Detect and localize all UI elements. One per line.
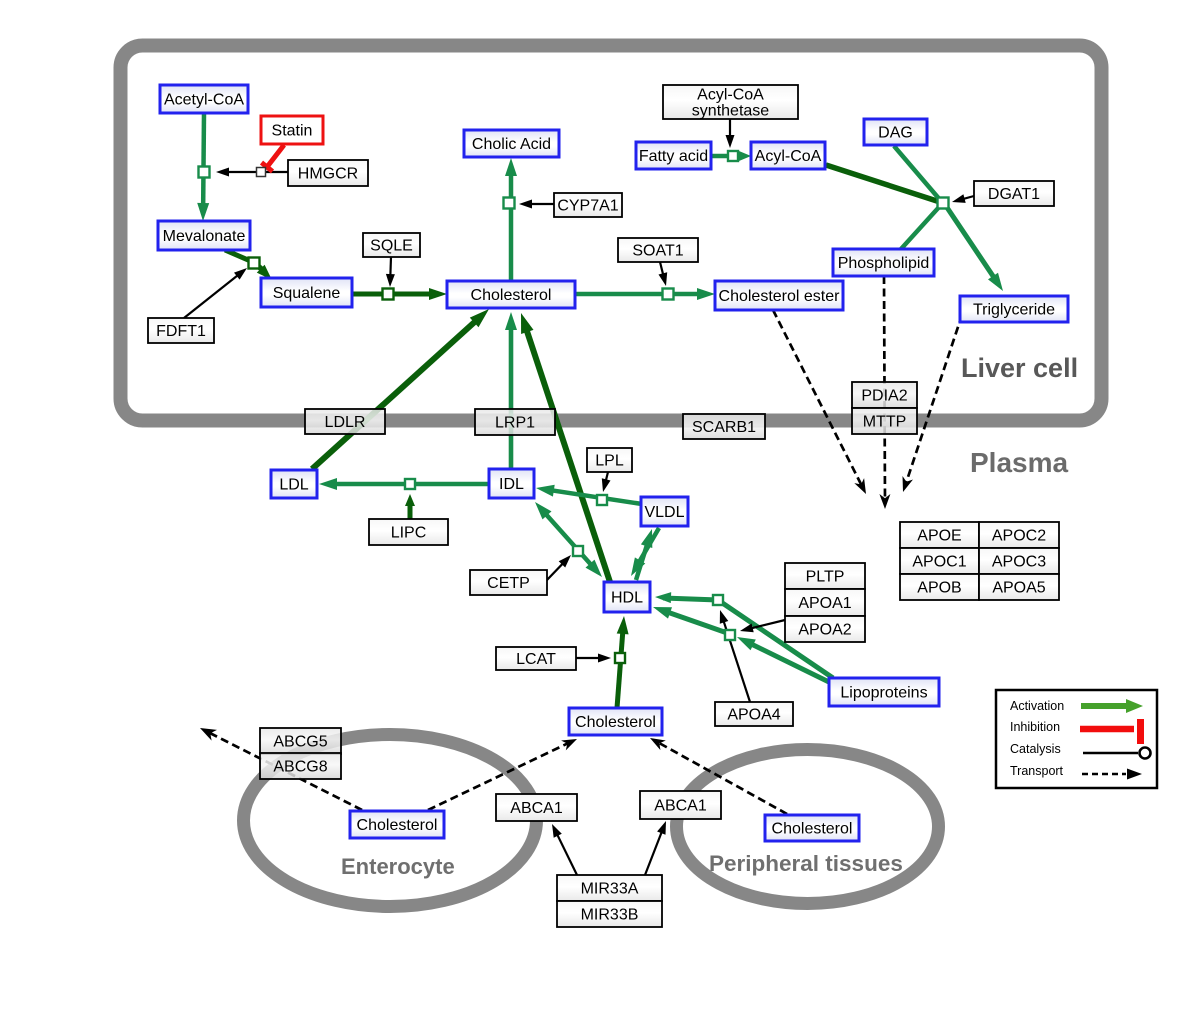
svg-text:ABCG8: ABCG8 <box>273 759 327 776</box>
svg-text:FDFT1: FDFT1 <box>156 323 206 340</box>
svg-text:APOE: APOE <box>917 528 961 545</box>
svg-text:LIPC: LIPC <box>391 525 427 542</box>
svg-text:LDLR: LDLR <box>325 414 366 431</box>
svg-text:Transport: Transport <box>1010 764 1064 778</box>
svg-text:ABCG5: ABCG5 <box>273 734 327 751</box>
svg-text:Catalysis: Catalysis <box>1010 742 1061 756</box>
svg-text:CYP7A1: CYP7A1 <box>557 198 618 215</box>
svg-text:Lipoproteins: Lipoproteins <box>840 685 927 702</box>
svg-text:HDL: HDL <box>611 590 643 607</box>
svg-text:SCARB1: SCARB1 <box>692 419 756 436</box>
svg-text:Peripheral tissues: Peripheral tissues <box>709 851 903 876</box>
svg-text:ABCA1: ABCA1 <box>654 798 707 815</box>
svg-text:Acetyl-CoA: Acetyl-CoA <box>164 92 244 109</box>
svg-text:APOA2: APOA2 <box>798 622 851 639</box>
svg-text:Liver cell: Liver cell <box>961 353 1078 383</box>
svg-text:Inhibition: Inhibition <box>1010 720 1060 734</box>
svg-text:HMGCR: HMGCR <box>298 166 358 183</box>
svg-text:Cholesterol: Cholesterol <box>471 287 552 304</box>
svg-text:Cholesterol: Cholesterol <box>575 714 656 731</box>
svg-text:SQLE: SQLE <box>370 238 413 255</box>
svg-text:Phospholipid: Phospholipid <box>838 255 930 272</box>
svg-text:LPL: LPL <box>595 453 624 470</box>
svg-text:IDL: IDL <box>499 476 524 493</box>
svg-text:SOAT1: SOAT1 <box>632 243 683 260</box>
svg-text:APOA1: APOA1 <box>798 595 851 612</box>
svg-text:APOA5: APOA5 <box>992 580 1045 597</box>
svg-text:Acyl-CoA: Acyl-CoA <box>697 87 764 104</box>
svg-text:CETP: CETP <box>487 575 530 592</box>
svg-text:Squalene: Squalene <box>273 285 341 302</box>
svg-text:Plasma: Plasma <box>970 447 1068 478</box>
svg-text:synthetase: synthetase <box>692 103 769 120</box>
svg-text:Triglyceride: Triglyceride <box>973 302 1055 319</box>
svg-text:MIR33A: MIR33A <box>581 881 639 898</box>
svg-text:APOA4: APOA4 <box>727 707 780 724</box>
svg-text:APOC3: APOC3 <box>992 554 1046 571</box>
svg-text:Statin: Statin <box>272 123 313 140</box>
svg-text:APOB: APOB <box>917 580 961 597</box>
svg-text:MTTP: MTTP <box>863 414 907 431</box>
svg-text:Fatty acid: Fatty acid <box>639 148 708 165</box>
svg-text:LDL: LDL <box>279 477 308 494</box>
svg-text:Cholesterol ester: Cholesterol ester <box>719 288 841 305</box>
svg-text:Acyl-CoA: Acyl-CoA <box>755 148 822 165</box>
svg-text:PLTP: PLTP <box>806 569 845 586</box>
svg-text:MIR33B: MIR33B <box>581 907 639 924</box>
svg-text:Mevalonate: Mevalonate <box>163 228 246 245</box>
svg-text:Activation: Activation <box>1010 699 1064 713</box>
svg-text:Enterocyte: Enterocyte <box>341 854 455 879</box>
svg-text:Cholic Acid: Cholic Acid <box>472 136 551 153</box>
svg-text:LCAT: LCAT <box>516 651 556 668</box>
svg-text:Cholesterol: Cholesterol <box>772 821 853 838</box>
svg-text:DGAT1: DGAT1 <box>988 186 1040 203</box>
svg-text:LRP1: LRP1 <box>495 415 535 432</box>
svg-text:ABCA1: ABCA1 <box>510 800 563 817</box>
svg-text:Cholesterol: Cholesterol <box>357 817 438 834</box>
svg-text:APOC1: APOC1 <box>912 554 966 571</box>
svg-text:DAG: DAG <box>878 125 913 142</box>
svg-text:APOC2: APOC2 <box>992 528 1046 545</box>
svg-text:PDIA2: PDIA2 <box>861 388 907 405</box>
svg-text:VLDL: VLDL <box>644 504 684 521</box>
